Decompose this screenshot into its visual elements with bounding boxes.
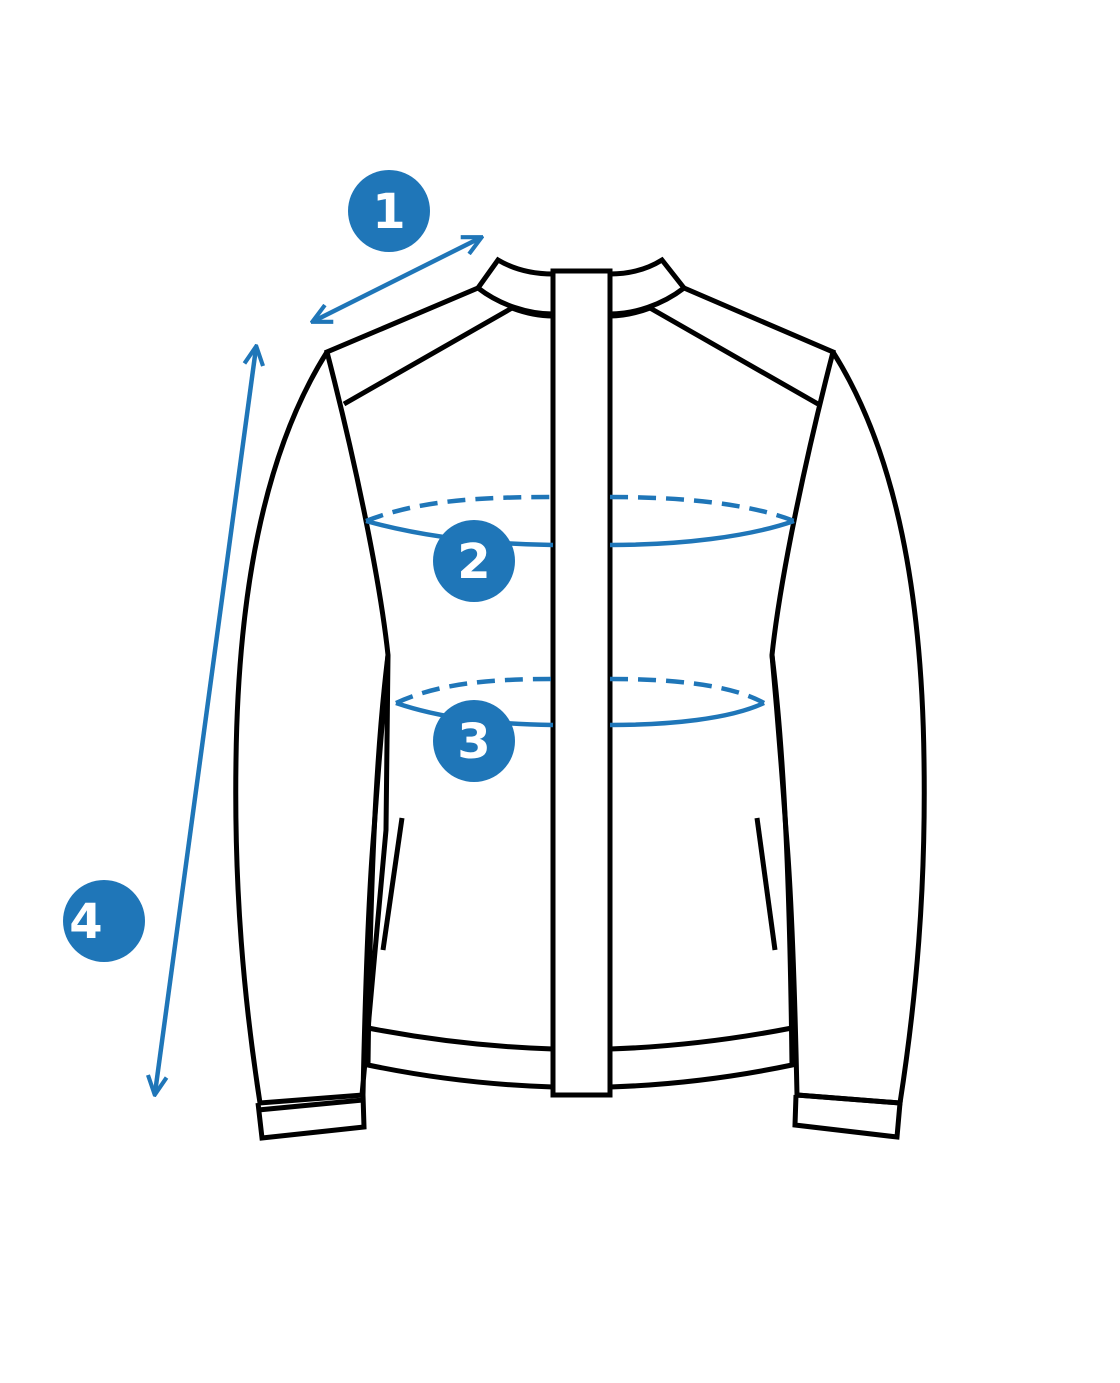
left-cuff xyxy=(255,1094,367,1141)
collar xyxy=(475,256,686,290)
measurement-guides xyxy=(155,238,795,1093)
waist-line-back-right xyxy=(609,676,766,705)
waist-line-back xyxy=(395,676,554,706)
right-front-panel xyxy=(609,285,836,1090)
left-yoke-seam xyxy=(342,305,514,407)
shoulder-width-arrow xyxy=(314,238,480,321)
badge-1: 1 xyxy=(348,170,430,252)
badge-3: 3 xyxy=(433,700,515,782)
chest-line-back-right xyxy=(609,494,795,524)
badge-3-label: 3 xyxy=(457,714,490,770)
badge-2-circle xyxy=(433,520,515,602)
left-pocket xyxy=(380,817,405,951)
left-waistband-seam xyxy=(367,1025,554,1052)
left-sleeve xyxy=(233,350,391,1106)
badge-4-circle xyxy=(63,880,145,962)
left-cuff-seam xyxy=(257,1097,364,1113)
badge-2: 2 xyxy=(433,520,515,602)
badge-3-circle xyxy=(433,700,515,782)
right-cuff xyxy=(792,1092,903,1140)
badge-4-label: 4 xyxy=(69,894,102,950)
badge-1-circle xyxy=(348,170,430,252)
badge-2-label: 2 xyxy=(457,534,490,590)
zipper-placket xyxy=(550,268,613,1098)
chest-line-back xyxy=(365,494,554,524)
right-waistband-seam xyxy=(609,1025,793,1052)
right-pocket xyxy=(754,817,778,951)
left-front-panel xyxy=(324,285,554,1090)
badge-4: 4 xyxy=(63,880,145,962)
sleeve-length-arrow xyxy=(155,348,256,1093)
badge-1-label: 1 xyxy=(372,184,405,240)
right-sleeve xyxy=(769,350,927,1106)
jacket-outline xyxy=(233,256,927,1141)
right-yoke-seam xyxy=(648,305,820,407)
chest-line-front xyxy=(365,518,795,548)
collar-seam xyxy=(511,305,651,319)
